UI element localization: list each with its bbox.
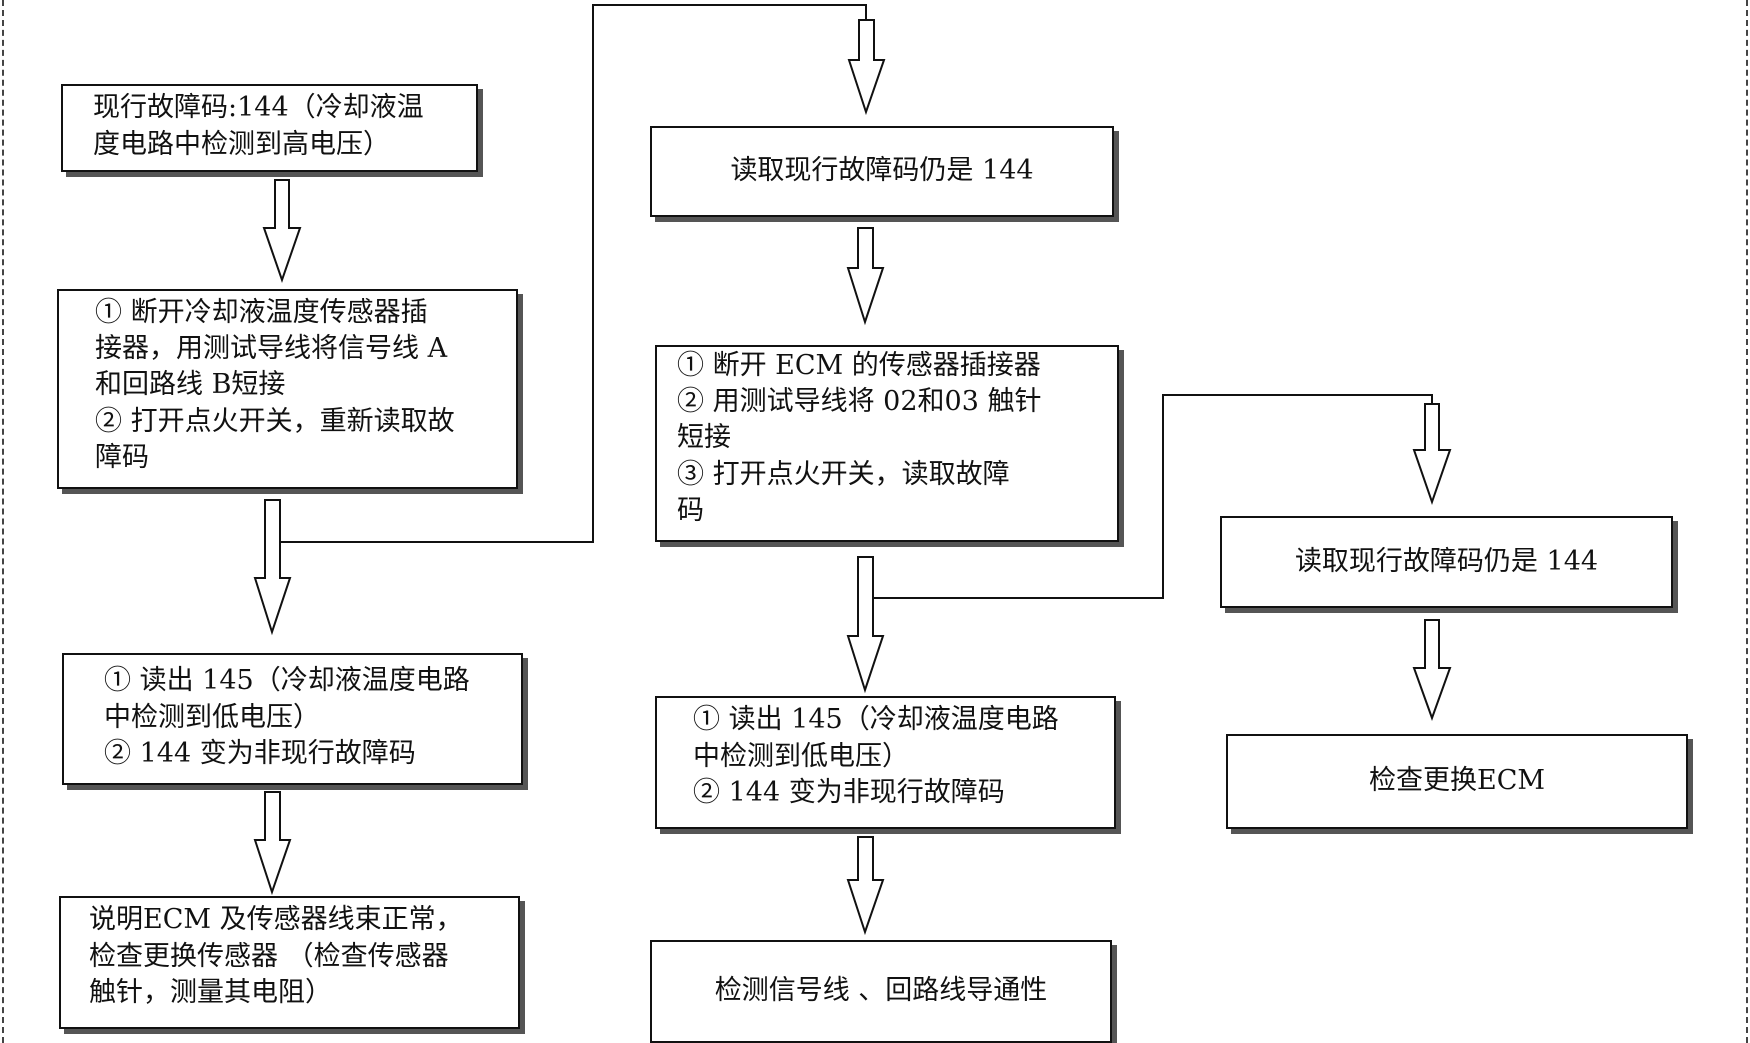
node-text-line: ② 打开点火开关，重新读取故 (95, 405, 455, 437)
node-text-line: ① 断开冷却液温度传感器插 (95, 297, 428, 328)
node-text-line: 中检测到低电压） (104, 701, 320, 733)
arrow-right-n9 (1412, 403, 1452, 506)
node-text: ① 读出 145（冷却液温度电路中检测到低电压） ② 144 变为非现行故障码 (104, 663, 521, 773)
node-text-line: ② 用测试导线将 02和03 触针 (677, 386, 1042, 418)
node-text: 现行故障码:144（冷却液温度电路中检测到高电压） (93, 90, 476, 163)
node-text-line: ② 144 变为非现行故障码 (104, 738, 416, 770)
node-text-line: 障码 (95, 441, 149, 473)
node-text-line: 短接 (677, 422, 731, 454)
node-read-still-144-middle: 读取现行故障码仍是 144 (650, 126, 1114, 217)
arrow-top-n5 (847, 19, 886, 116)
node-text-line: 触针，测量其电阻） (89, 977, 332, 1009)
arrow-n7-n8 (846, 836, 885, 936)
arrow-n1-n2 (262, 179, 302, 284)
node-text-line: 码 (677, 494, 704, 526)
node-replace-ecm: 检查更换ECM (1226, 734, 1688, 829)
node-text: 检查更换ECM (1369, 763, 1545, 800)
node-text: ① 读出 145（冷却液温度电路中检测到低电压） ② 144 变为非现行故障码 (693, 702, 1114, 812)
arrow-n3-n4 (253, 791, 292, 896)
arrow-n5-n6 (846, 227, 885, 326)
arrow-n9-n10 (1412, 619, 1452, 721)
connector-line (275, 4, 867, 543)
arrow-n2-n3 (253, 499, 292, 636)
node-text-line: 中检测到低电压） (693, 740, 909, 772)
connector-line (866, 394, 1433, 599)
node-read-still-144-right: 读取现行故障码仍是 144 (1220, 516, 1673, 608)
node-text-line: 读取现行故障码仍是 144 (1294, 545, 1599, 577)
left-dashed-border (2, 0, 4, 1043)
node-check-continuity: 检测信号线 、回路线导通性 (650, 940, 1112, 1043)
node-text: 说明ECM 及传感器线束正常， 检查更换传感器 （检查传感器触针，测量其电阻） (89, 902, 518, 1012)
node-short-ecm-pins: ① 断开 ECM 的传感器插接器 ② 用测试导线将 02和03 触针短接 ③ 打开点… (655, 345, 1119, 542)
node-text-line: 检测信号线 、回路线导通性 (714, 975, 1048, 1007)
node-text: ① 断开 ECM 的传感器插接器 ② 用测试导线将 02和03 触针短接 ③ 打开点… (677, 348, 1117, 529)
node-text-line: 读取现行故障码仍是 144 (730, 155, 1034, 187)
node-text: ① 断开冷却液温度传感器插接器，用测试导线将信号线 A 和回路线 B短接 ② 打开点… (95, 295, 516, 476)
node-text-line: ① 读出 145（冷却液温度电路 (693, 704, 1059, 735)
arrow-n6-n7 (846, 556, 885, 694)
node-text-line: ② 144 变为非现行故障码 (693, 777, 1005, 809)
node-text-line: ③ 打开点火开关，读取故障 (677, 458, 1010, 490)
node-text-line: 接器，用测试导线将信号线 A (95, 333, 448, 365)
right-dashed-border (1746, 0, 1748, 1043)
node-text-line: 和回路线 B短接 (95, 369, 286, 401)
node-read-145-middle: ① 读出 145（冷却液温度电路中检测到低电压） ② 144 变为非现行故障码 (655, 696, 1116, 829)
node-text: 读取现行故障码仍是 144 (730, 153, 1033, 190)
node-read-145-left: ① 读出 145（冷却液温度电路中检测到低电压） ② 144 变为非现行故障码 (62, 653, 523, 785)
node-text: 读取现行故障码仍是 144 (1295, 544, 1598, 581)
node-text: 检测信号线 、回路线导通性 (715, 973, 1048, 1010)
node-text-line: ① 断开 ECM 的传感器插接器 (677, 350, 1041, 381)
node-current-code-144: 现行故障码:144（冷却液温度电路中检测到高电压） (61, 84, 478, 172)
node-text-line: 检查更换传感器 （检查传感器 (89, 940, 449, 972)
node-text-line: 度电路中检测到高电压） (93, 128, 390, 160)
node-short-sensor-connector: ① 断开冷却液温度传感器插接器，用测试导线将信号线 A 和回路线 B短接 ② 打开点… (57, 289, 518, 489)
node-text-line: ① 读出 145（冷却液温度电路 (104, 665, 470, 696)
node-replace-sensor: 说明ECM 及传感器线束正常， 检查更换传感器 （检查传感器触针，测量其电阻） (59, 896, 520, 1029)
node-text-line: 检查更换ECM (1368, 765, 1545, 797)
node-text-line: 现行故障码:144（冷却液温 (93, 92, 424, 123)
node-text-line: 说明ECM 及传感器线束正常， (89, 904, 463, 935)
